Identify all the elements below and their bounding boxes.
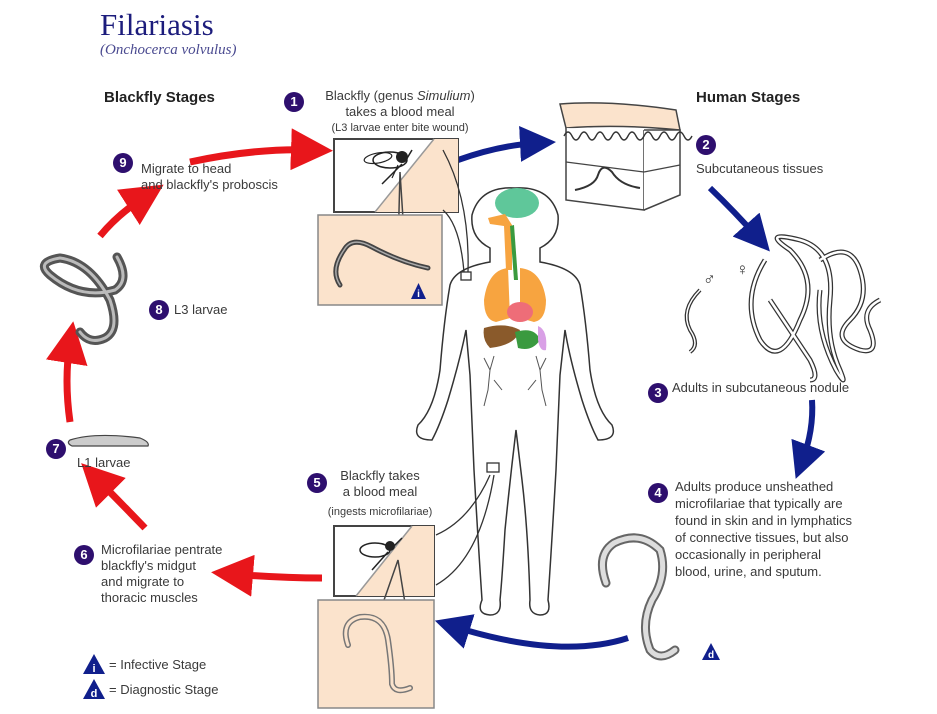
step-3-label: Adults in subcutaneous nodule bbox=[672, 380, 850, 395]
svg-text:i: i bbox=[417, 289, 420, 300]
step-9-label: Migrate to head and blackfly's proboscis bbox=[141, 161, 278, 193]
l1-larva-illustration bbox=[67, 434, 149, 447]
human-body-outline bbox=[415, 187, 615, 616]
arrow-2-to-3 bbox=[707, 185, 770, 252]
step-5-label: Blackfly takes a blood meal bbox=[325, 468, 435, 500]
step-1-label: Blackfly (genus Simulium) takes a blood … bbox=[300, 88, 500, 120]
legend-infective: i = Infective Stage bbox=[82, 653, 206, 675]
step-5-line: Blackfly takes bbox=[340, 468, 420, 483]
step-8-badge: 8 bbox=[149, 300, 169, 320]
step-4-line: blood, urine, and sputum. bbox=[675, 564, 822, 579]
step-7-label: L1 larvae bbox=[77, 455, 131, 470]
leader-lines-bottom bbox=[435, 462, 500, 586]
step-9-line: Migrate to head bbox=[141, 161, 232, 176]
skin-cross-section bbox=[559, 102, 693, 211]
blackfly-bite-panel-top bbox=[333, 138, 459, 251]
l3-larva-panel-top bbox=[317, 214, 443, 306]
step-7-badge: 7 bbox=[46, 439, 66, 459]
human-stages-heading: Human Stages bbox=[696, 89, 801, 106]
svg-text:d: d bbox=[708, 650, 714, 661]
blackfly-stages-heading: Blackfly Stages bbox=[104, 89, 215, 106]
step-9-line: and blackfly's proboscis bbox=[141, 177, 278, 192]
diagram-subtitle: (Onchocerca volvulus) bbox=[100, 42, 237, 58]
step-4-line: Adults produce unsheathed bbox=[675, 479, 834, 494]
diagnostic-triangle-icon: d bbox=[83, 679, 105, 700]
step-5-line: a blood meal bbox=[342, 484, 418, 499]
step-4-label: Adults produce unsheathed microfilariae … bbox=[675, 478, 852, 580]
infective-glyph: i bbox=[92, 663, 95, 675]
liver bbox=[483, 325, 520, 348]
step-3-badge: 3 bbox=[648, 383, 668, 403]
step-6-line: Microfilariae pentrate bbox=[101, 542, 223, 557]
step-1-genus: Simulium bbox=[416, 88, 471, 103]
legend-diagnostic-label: = Diagnostic Stage bbox=[109, 681, 219, 697]
step-4-badge: 4 bbox=[648, 483, 668, 503]
step-8-label: L3 larvae bbox=[174, 302, 228, 317]
diagnostic-glyph: d bbox=[91, 688, 98, 700]
diagram-title: Filariasis bbox=[100, 7, 214, 42]
step-1-badge: 1 bbox=[284, 92, 304, 112]
arrow-8-to-9 bbox=[97, 184, 164, 239]
leader-lines-top bbox=[442, 149, 472, 281]
step-4-line: occasionally in peripheral bbox=[675, 547, 821, 562]
step-2-label: Subcutaneous tissues bbox=[696, 161, 824, 176]
step-1-note: (L3 larvae enter bite wound) bbox=[331, 122, 469, 134]
esophagus bbox=[510, 225, 518, 280]
step-1-text-post: ) bbox=[470, 88, 475, 103]
microfilaria-diagnostic-illustration bbox=[597, 533, 680, 661]
brain bbox=[495, 188, 539, 218]
human-cycle-arrows bbox=[434, 125, 826, 650]
stomach bbox=[515, 330, 540, 349]
blackfly-cycle-arrows bbox=[45, 128, 333, 597]
microfilaria-panel-bottom bbox=[317, 599, 435, 709]
male-symbol-icon: ♂ bbox=[703, 270, 716, 289]
step-2-badge: 2 bbox=[696, 135, 716, 155]
airway bbox=[488, 214, 512, 270]
legend-diagnostic: d = Diagnostic Stage bbox=[82, 678, 218, 700]
infective-triangle-icon: i bbox=[83, 654, 105, 675]
arrow-1-to-2 bbox=[456, 125, 556, 163]
step-6-line: and migrate to bbox=[101, 574, 185, 589]
arrow-7-to-8 bbox=[45, 321, 88, 423]
arrow-5-to-6 bbox=[211, 554, 323, 597]
adult-worms-illustration bbox=[684, 234, 882, 383]
organs bbox=[483, 188, 547, 351]
arrow-4-to-5 bbox=[434, 614, 629, 650]
heart bbox=[507, 302, 533, 322]
female-symbol-icon: ♀ bbox=[736, 260, 749, 279]
step-5-badge: 5 bbox=[307, 473, 327, 493]
step-1-line-2: takes a blood meal bbox=[345, 104, 455, 119]
step-4-line: microfilariae that typically are bbox=[675, 496, 843, 511]
step-9-badge: 9 bbox=[113, 153, 133, 173]
step-5-note: (ingests microfilariae) bbox=[327, 506, 433, 518]
infective-stage-marker: i bbox=[411, 283, 426, 300]
step-6-label: Microfilariae pentrate blackfly's midgut… bbox=[101, 542, 222, 606]
arrow-6-to-7 bbox=[81, 463, 148, 531]
adult-worms-inner bbox=[685, 235, 881, 382]
step-4-line: of connective tissues, but also bbox=[675, 530, 849, 545]
arrow-3-to-4 bbox=[791, 399, 826, 479]
step-6-badge: 6 bbox=[74, 545, 94, 565]
diagnostic-stage-marker: d bbox=[702, 643, 720, 661]
l3-larva-illustration bbox=[40, 252, 128, 345]
blackfly-bite-panel-bottom bbox=[333, 525, 435, 604]
step-1-text-pre: Blackfly (genus bbox=[325, 88, 417, 103]
step-6-line: thoracic muscles bbox=[101, 590, 198, 605]
spleen bbox=[538, 326, 547, 351]
arrow-9-to-1 bbox=[189, 128, 333, 171]
lymphatic-vessels bbox=[483, 355, 547, 407]
step-6-line: blackfly's midgut bbox=[101, 558, 196, 573]
legend-infective-label: = Infective Stage bbox=[109, 656, 207, 672]
step-4-line: found in skin and in lymphatics bbox=[675, 513, 853, 528]
